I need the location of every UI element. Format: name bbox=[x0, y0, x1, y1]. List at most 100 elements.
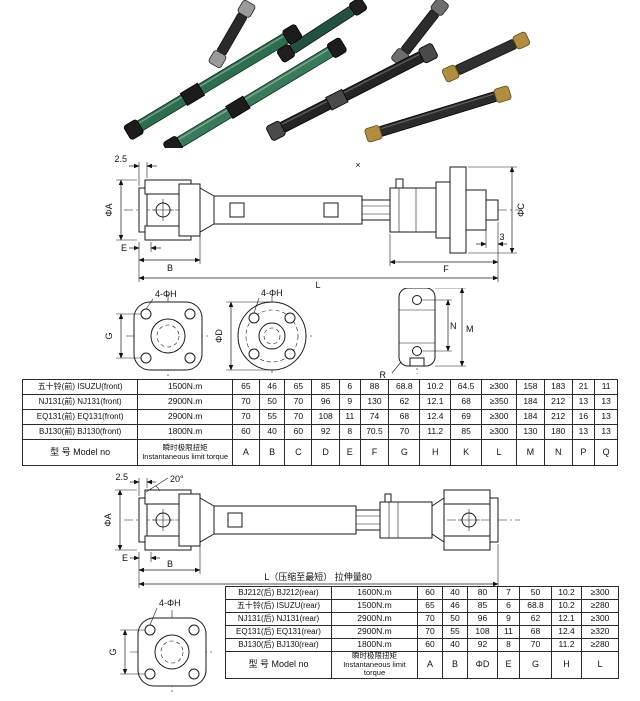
model-cell: BJ130(后) BJ130(rear) bbox=[225, 638, 332, 652]
value-cell: 11.2 bbox=[419, 424, 452, 440]
end-yoke-side-view: N M R bbox=[380, 288, 474, 380]
value-cell: 21 bbox=[571, 379, 596, 395]
value-cell: 16 bbox=[571, 409, 596, 425]
dim-2-5-rear: 2.5 bbox=[115, 472, 128, 482]
value-cell: 6 bbox=[497, 599, 520, 613]
dim-b: B bbox=[167, 263, 173, 273]
value-cell: 70 bbox=[231, 409, 260, 425]
dim-g-3: G bbox=[108, 648, 118, 655]
column-header-cell: G bbox=[388, 439, 421, 466]
value-cell: 65 bbox=[284, 379, 313, 395]
flange-end-view-2: 4-ΦH ΦD bbox=[214, 288, 312, 376]
value-cell: 60 bbox=[417, 586, 443, 600]
flange-end-view-1: 4-ΦH G bbox=[104, 289, 210, 378]
value-cell: 62 bbox=[519, 612, 552, 626]
label-4-phi-h-3: 4-ΦH bbox=[159, 598, 181, 608]
model-header-cell: 型 号 Model no bbox=[225, 651, 332, 679]
column-header-cell: B bbox=[442, 651, 468, 679]
value-cell: 70 bbox=[284, 394, 313, 410]
value-cell: 40 bbox=[442, 586, 468, 600]
value-cell: ≥280 bbox=[581, 599, 619, 613]
shaft-photo-2 bbox=[277, 0, 367, 63]
shaft-side-view bbox=[138, 166, 499, 254]
value-cell: 9 bbox=[497, 612, 520, 626]
drive-shaft-drawing-front: 2.5 ΦA ΦC B E L bbox=[104, 154, 526, 290]
torque-cell: 1800N.m bbox=[331, 638, 418, 652]
value-cell: 70 bbox=[388, 424, 421, 440]
value-cell: 184 bbox=[516, 409, 545, 425]
torque-header-cell: 瞬时极限扭矩 Instantaneous limit torque bbox=[331, 651, 418, 679]
dim-l: L bbox=[315, 280, 320, 290]
value-cell: 8 bbox=[497, 638, 520, 652]
value-cell: ≥300 bbox=[481, 424, 518, 440]
value-cell: 46 bbox=[258, 379, 286, 395]
value-cell: 13 bbox=[594, 409, 618, 425]
value-cell: 96 bbox=[467, 612, 498, 626]
dim-e: E bbox=[121, 243, 127, 253]
value-cell: 85 bbox=[311, 379, 340, 395]
value-cell: 12.1 bbox=[419, 394, 452, 410]
torque-cell: 2900N.m bbox=[137, 394, 233, 410]
value-cell: 74 bbox=[359, 409, 390, 425]
value-cell: 60 bbox=[231, 424, 260, 440]
torque-header-cell: 瞬时极限扭矩 Instantaneous limit torque bbox=[137, 439, 233, 466]
dim-phi-a: ΦA bbox=[104, 203, 114, 216]
drawing2-dimensions: 20° 2.5 ΦA E B L（压缩至最短） 拉伸量80 bbox=[103, 472, 499, 588]
length-note: L（压缩至最短） 拉伸量80 bbox=[264, 571, 372, 582]
value-cell: 12.4 bbox=[419, 409, 452, 425]
flange-end-views: 4-ΦH G 4-ΦH ΦD bbox=[104, 288, 474, 380]
dim-m: M bbox=[466, 324, 474, 334]
shaft-photo-7 bbox=[266, 43, 438, 141]
dim-b-rear: B bbox=[167, 559, 173, 569]
value-cell: 212 bbox=[543, 409, 573, 425]
value-cell: 92 bbox=[311, 424, 340, 440]
shaft-photo-5 bbox=[123, 24, 303, 140]
column-header-cell: A bbox=[231, 439, 260, 466]
value-cell: 55 bbox=[442, 625, 468, 639]
column-header-cell: L bbox=[581, 651, 619, 679]
value-cell: 13 bbox=[571, 394, 596, 410]
dim-20deg: 20° bbox=[170, 474, 184, 484]
value-cell: 13 bbox=[594, 394, 618, 410]
torque-cell: 1800N.m bbox=[137, 424, 233, 440]
value-cell: 7 bbox=[497, 586, 520, 600]
value-cell: 55 bbox=[258, 409, 286, 425]
value-cell: ≥280 bbox=[581, 638, 619, 652]
value-cell: 130 bbox=[516, 424, 545, 440]
value-cell: 50 bbox=[442, 612, 468, 626]
dim-phi-d: ΦD bbox=[214, 329, 224, 343]
value-cell: 212 bbox=[543, 394, 573, 410]
value-cell: 11 bbox=[594, 379, 618, 395]
value-cell: 70 bbox=[417, 625, 443, 639]
value-cell: 13 bbox=[571, 424, 596, 440]
value-cell: 12.4 bbox=[551, 625, 582, 639]
value-cell: 183 bbox=[543, 379, 573, 395]
column-header-cell: B bbox=[258, 439, 286, 466]
value-cell: 10.2 bbox=[551, 586, 582, 600]
value-cell: 62 bbox=[388, 394, 421, 410]
value-cell: 50 bbox=[258, 394, 286, 410]
value-cell: 10.2 bbox=[551, 599, 582, 613]
value-cell: 85 bbox=[450, 424, 483, 440]
torque-cell: 1500N.m bbox=[331, 599, 418, 613]
model-cell: 五十铃(前) ISUZU(front) bbox=[21, 379, 139, 395]
value-cell: 80 bbox=[467, 586, 498, 600]
shaft-photo-8 bbox=[364, 85, 512, 143]
dim-phi-a-rear: ΦA bbox=[103, 513, 113, 526]
value-cell: 13 bbox=[594, 424, 618, 440]
column-header-cell: E bbox=[339, 439, 361, 466]
value-cell: 68 bbox=[519, 625, 552, 639]
value-cell: 158 bbox=[516, 379, 545, 395]
product-photos bbox=[123, 0, 531, 148]
value-cell: 12.1 bbox=[551, 612, 582, 626]
value-cell: 96 bbox=[311, 394, 340, 410]
value-cell: 64.5 bbox=[450, 379, 483, 395]
torque-cell: 1600N.m bbox=[331, 586, 418, 600]
